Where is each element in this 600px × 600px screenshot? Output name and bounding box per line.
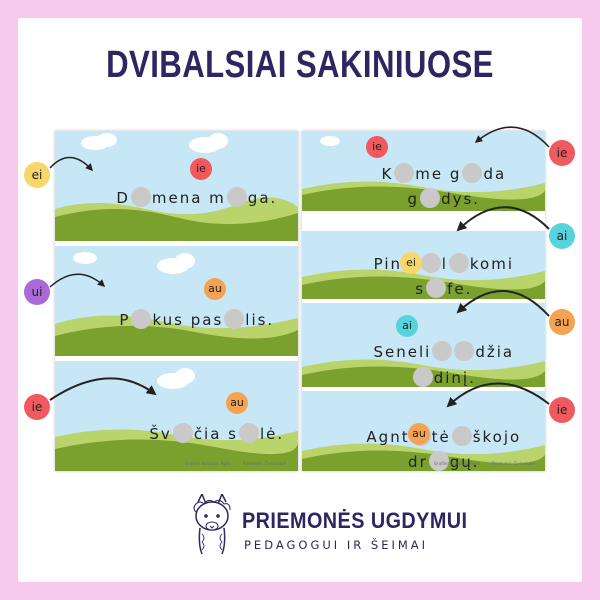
text-part: da [483, 165, 507, 183]
brand-name: PRIEMONĖS UGDYMUI [242, 508, 468, 533]
blank-slot[interactable] [454, 341, 475, 361]
text-part: Šv [149, 425, 172, 443]
text-part: l [441, 255, 448, 273]
blank-slot[interactable] [394, 163, 415, 183]
blank-slot[interactable] [448, 253, 469, 273]
text-part: mena m [151, 189, 226, 207]
sentence-5-line-2: s fe. [302, 260, 545, 299]
text-part: fe. [447, 280, 473, 298]
vowel-chip-ei[interactable]: ei [400, 252, 422, 274]
side-label-au[interactable]: au [549, 309, 575, 335]
credit-text: Priemonė: Čivinskaitė [492, 461, 536, 466]
side-label-ei[interactable]: ei [24, 162, 50, 188]
side-label-ie[interactable]: ie [549, 140, 575, 166]
text-part: dys. [441, 190, 481, 208]
text-part: ga. [247, 189, 278, 207]
text-part: škojo [472, 428, 522, 446]
exercise-card-7: Agnt tė škojo dr gų. au Grafinis dizainas: … [302, 391, 545, 471]
text-part: s [415, 280, 426, 298]
vowel-chip-ai[interactable]: ai [396, 315, 418, 337]
text-part: gų. [449, 453, 480, 471]
vowel-chip-au[interactable]: au [204, 278, 226, 300]
blank-slot[interactable] [432, 341, 453, 361]
text-part: džia [475, 343, 515, 361]
text-part: P [119, 311, 131, 329]
blank-slot[interactable] [226, 187, 247, 207]
vowel-chip-au[interactable]: au [226, 392, 248, 414]
blank-slot[interactable] [451, 426, 472, 446]
blank-slot[interactable] [239, 423, 260, 443]
vowel-chip-au[interactable]: au [408, 423, 430, 445]
text-part: K [381, 165, 394, 183]
sentence-6-line-2: dinį. [302, 349, 545, 387]
side-label-ui[interactable]: ui [24, 279, 50, 305]
blank-slot[interactable] [428, 451, 449, 471]
blank-slot[interactable] [224, 309, 245, 329]
exercise-card-6: Seneli džia dinį. ai [302, 303, 545, 387]
text-part: me g [415, 165, 462, 183]
text-part: čia s [193, 425, 239, 443]
text-part: Seneli [373, 343, 432, 361]
blank-slot[interactable] [131, 309, 152, 329]
side-label-ie[interactable]: ie [549, 397, 575, 423]
blank-slot[interactable] [172, 423, 193, 443]
blank-slot[interactable] [420, 188, 441, 208]
credit-text: Grafinis dizainas: Agnė [434, 461, 480, 466]
blank-slot[interactable] [426, 278, 447, 298]
text-part: lis. [245, 311, 275, 329]
text-part: komi [469, 255, 514, 273]
vowel-chip-ie[interactable]: ie [366, 136, 388, 158]
text-part: kus pas [152, 311, 224, 329]
sentence-3: Šv čia s lė. [55, 405, 298, 461]
sentence-6-line-1: Seneli džia [302, 323, 545, 379]
landscape-background [55, 131, 298, 241]
text-part: lė. [260, 425, 285, 443]
credit-text: Grafinis dizainas: Agnė [185, 461, 231, 466]
blank-slot[interactable] [130, 187, 151, 207]
text-part: g [407, 190, 420, 208]
landscape-background [55, 246, 298, 356]
blank-slot[interactable] [412, 367, 433, 387]
sentence-7-line-2: dr gų. [302, 433, 545, 471]
text-part: tė [431, 428, 451, 446]
side-label-ie[interactable]: ie [24, 394, 50, 420]
brand-tagline: PEDAGOGUI IR ŠEIMAI [244, 538, 429, 552]
side-label-ai[interactable]: ai [549, 223, 575, 249]
landscape-background [302, 391, 545, 471]
blank-slot[interactable] [462, 163, 483, 183]
blank-slot[interactable] [420, 253, 441, 273]
exercise-card-3: Šv čia s lė. au Grafinis dizainas: Agnė Pr… [55, 361, 298, 471]
sentence-7-line-1: Agnt tė škojo [302, 408, 545, 464]
text-part: D [116, 189, 130, 207]
text-part: dinį. [433, 369, 476, 387]
text-part: dr [408, 453, 428, 471]
text-part: Agnt [366, 428, 410, 446]
credit-text: Priemonė: Čivinskaitė [243, 461, 287, 466]
sentence-4-line-2: g dys. [302, 170, 545, 211]
page-title: DVIBALSIAI SAKINIUOSE [106, 44, 494, 86]
alpaca-logo-icon [193, 494, 231, 555]
vowel-chip-ie[interactable]: ie [190, 158, 212, 180]
